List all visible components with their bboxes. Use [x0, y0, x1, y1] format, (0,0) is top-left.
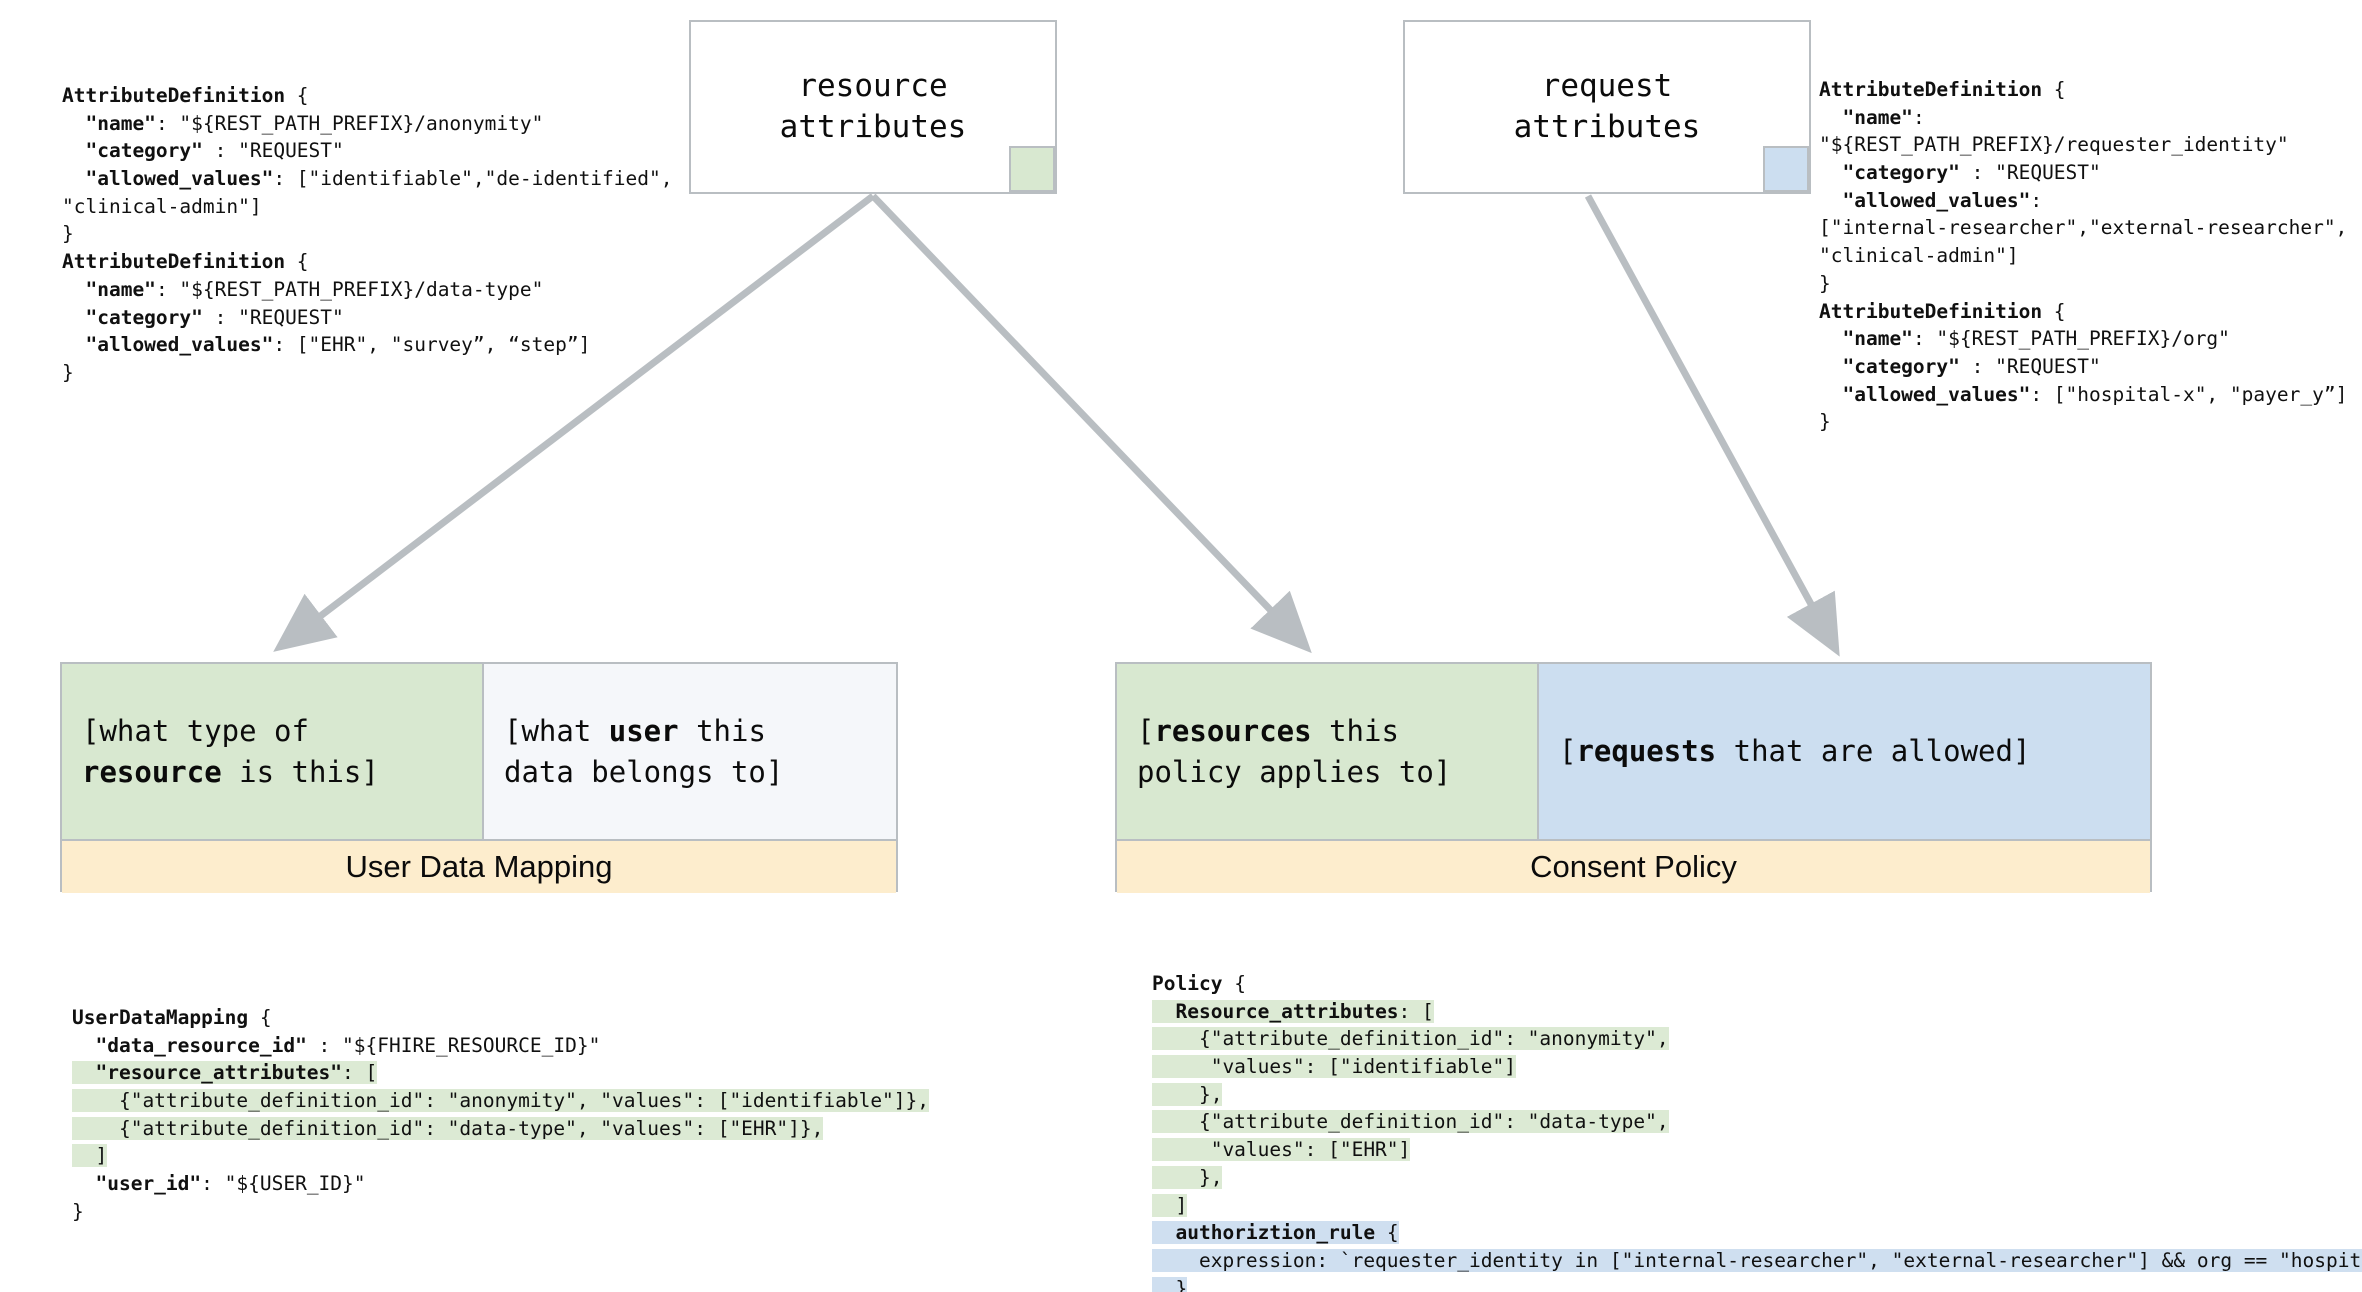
consent-policy-body: [resources this policy applies to] [requ…: [1117, 664, 2150, 839]
consent-policy-footer: Consent Policy: [1117, 839, 2150, 893]
consent-policy-card[interactable]: [resources this policy applies to] [requ…: [1115, 662, 2152, 893]
consent-policy-request-cell: [requests that are allowed]: [1537, 664, 2150, 839]
request-attributes-label: request attributes: [1513, 68, 1701, 145]
user-data-mapping-body: [what type of resource is this] [what us…: [62, 664, 896, 839]
consent-policy-resource-text: [resources this policy applies to]: [1137, 714, 1452, 789]
user-data-mapping-user-cell: [what user this data belongs to]: [482, 664, 896, 839]
user-data-mapping-footer: User Data Mapping: [62, 839, 896, 893]
resource-attributes-label: resource attributes: [779, 68, 967, 145]
consent-policy-request-text: [requests that are allowed]: [1559, 734, 2031, 769]
user-data-mapping-user-text: [what user this data belongs to]: [504, 714, 784, 789]
resource-attributes-color-swatch: [1009, 146, 1055, 192]
resource-attributes-box[interactable]: resource attributes: [689, 20, 1057, 194]
arrow-request-to-consent-policy: [1584, 194, 1840, 657]
consent-policy-resource-cell: [resources this policy applies to]: [1117, 664, 1537, 839]
request-attributes-color-swatch: [1763, 146, 1809, 192]
policy-sample-code: Policy { Resource_attributes: [ {"attrib…: [1152, 970, 2362, 1292]
arrow-resource-to-consent-policy: [870, 193, 1312, 654]
user-data-mapping-sample-code: UserDataMapping { "data_resource_id" : "…: [72, 1006, 930, 1223]
request-attributes-box[interactable]: request attributes: [1403, 20, 1811, 194]
user-data-mapping-resource-cell: [what type of resource is this]: [62, 664, 482, 839]
resource-attribute-definitions-code: AttributeDefinition { "name": "${REST_PA…: [62, 84, 673, 384]
request-attribute-definitions-code: AttributeDefinition { "name": "${REST_PA…: [1819, 78, 2348, 434]
user-data-mapping-card[interactable]: [what type of resource is this] [what us…: [60, 662, 898, 893]
user-data-mapping-resource-text: [what type of resource is this]: [82, 714, 379, 789]
